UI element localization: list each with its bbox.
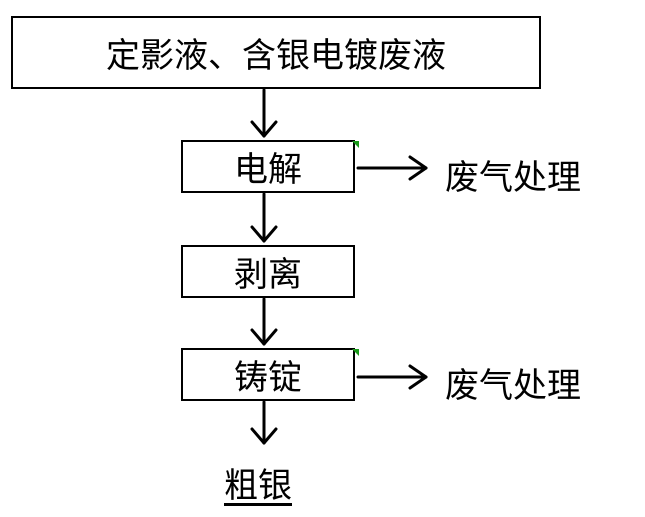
step-casting-box: 铸锭 xyxy=(181,348,355,401)
down-arrow-icon xyxy=(250,297,278,346)
right-arrow-icon xyxy=(356,155,428,181)
right-arrow-icon xyxy=(356,364,428,390)
side-output-label: 废气处理 xyxy=(445,366,581,406)
step-stripping-label: 剥离 xyxy=(234,255,302,295)
down-arrow-icon xyxy=(250,400,278,445)
step-stripping-box: 剥离 xyxy=(181,245,355,298)
down-arrow-icon xyxy=(250,192,278,243)
step-electrolysis-box: 电解 xyxy=(181,140,355,193)
corner-mark xyxy=(352,141,359,148)
step-electrolysis-label: 电解 xyxy=(234,150,302,190)
side-output-label: 废气处理 xyxy=(445,158,581,198)
source-box: 定影液、含银电镀废液 xyxy=(11,16,541,89)
down-arrow-icon xyxy=(250,88,278,138)
source-label: 定影液、含银电镀废液 xyxy=(106,36,446,76)
step-casting-label: 铸锭 xyxy=(234,358,302,398)
product-label: 粗银 xyxy=(224,466,292,506)
corner-mark xyxy=(352,349,359,356)
